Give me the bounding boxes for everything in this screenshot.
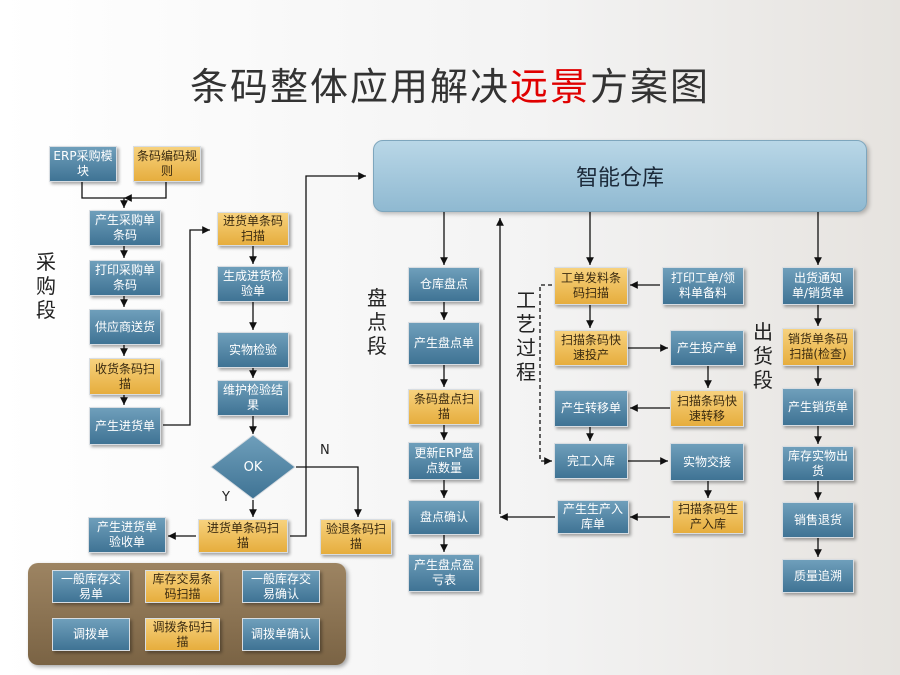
physical-inspection[interactable]: 实物检验 xyxy=(217,332,289,368)
page-title: 条码整体应用解决远景方案图 xyxy=(189,65,711,109)
return-barcode-scan[interactable]: 验退条码扫描 xyxy=(320,519,392,555)
finish-store[interactable]: 完工入库 xyxy=(554,443,628,479)
transfer-confirm[interactable]: 调拨单确认 xyxy=(242,618,320,651)
generate-acceptance-doc[interactable]: 产生进货单验收单 xyxy=(88,517,166,553)
count-barcode-scan[interactable]: 条码盘点扫描 xyxy=(408,389,480,425)
scan-production-store[interactable]: 扫描条码生产入库 xyxy=(672,500,744,534)
receipt-barcode-scan[interactable]: 进货单条码扫描 xyxy=(217,212,289,246)
general-stock-doc[interactable]: 一般库存交易单 xyxy=(52,570,130,603)
generate-count-doc[interactable]: 产生盘点单 xyxy=(408,322,480,365)
work-order-issue-scan[interactable]: 工单发料条码扫描 xyxy=(554,267,628,305)
decision-no-label: N xyxy=(320,443,330,458)
scan-quick-start[interactable]: 扫描条码快速投产 xyxy=(554,330,628,366)
maintain-inspection-result[interactable]: 维护检验结果 xyxy=(217,380,289,416)
smart-warehouse-hub[interactable]: 智能仓库 xyxy=(373,140,867,212)
barcode-encoding-rule[interactable]: 条码编码规则 xyxy=(133,146,201,182)
generate-start-doc[interactable]: 产生投产单 xyxy=(670,330,744,366)
transfer-doc[interactable]: 调拨单 xyxy=(52,618,130,651)
decision-label: OK xyxy=(243,459,263,475)
supplier-delivery[interactable]: 供应商送货 xyxy=(89,309,161,345)
section-label-procurement: 采购段 xyxy=(36,250,56,322)
warehouse-count[interactable]: 仓库盘点 xyxy=(408,267,480,302)
update-erp-count[interactable]: 更新ERP盘点数量 xyxy=(408,442,480,480)
general-stock-confirm[interactable]: 一般库存交易确认 xyxy=(242,570,320,603)
erp-procurement-module[interactable]: ERP采购模块 xyxy=(49,146,117,182)
count-confirm[interactable]: 盘点确认 xyxy=(408,500,480,535)
decision-yes-label: Y xyxy=(222,490,230,505)
generate-po-barcode[interactable]: 产生采购单条码 xyxy=(89,210,161,246)
sales-return[interactable]: 销售退货 xyxy=(782,502,854,538)
section-label-inventory: 盘点段 xyxy=(367,286,387,358)
stock-transaction-scan[interactable]: 库存交易条码扫描 xyxy=(145,570,220,603)
ok-decision-diamond xyxy=(210,434,296,500)
generate-inspection-doc[interactable]: 生成进货检验单 xyxy=(217,266,289,302)
generate-production-store[interactable]: 产生生产入库单 xyxy=(557,500,629,534)
section-label-shipping: 出货段 xyxy=(753,320,773,392)
generate-transfer-doc[interactable]: 产生转移单 xyxy=(554,390,628,427)
quality-trace[interactable]: 质量追溯 xyxy=(782,559,854,593)
receiving-barcode-scan[interactable]: 收货条码扫描 xyxy=(89,358,161,395)
count-profit-loss[interactable]: 产生盘点盈亏表 xyxy=(408,554,480,592)
transfer-barcode-scan[interactable]: 调拨条码扫描 xyxy=(145,618,220,651)
stock-shipment[interactable]: 库存实物出货 xyxy=(782,446,854,481)
generate-receipt[interactable]: 产生进货单 xyxy=(89,407,161,445)
generate-sales-order[interactable]: 产生销货单 xyxy=(782,388,854,426)
print-work-order[interactable]: 打印工单/领料单备料 xyxy=(662,267,744,305)
receipt-barcode-scan-2[interactable]: 进货单条码扫描 xyxy=(198,519,288,553)
sales-order-scan[interactable]: 销货单条码扫描(检查) xyxy=(782,328,854,366)
print-po-barcode[interactable]: 打印采购单条码 xyxy=(89,260,161,296)
scan-quick-transfer[interactable]: 扫描条码快速转移 xyxy=(670,390,744,427)
section-label-process: 工艺过程 xyxy=(516,288,536,384)
physical-handover[interactable]: 实物交接 xyxy=(670,443,744,481)
shipping-notice[interactable]: 出货通知单/销货单 xyxy=(782,267,854,305)
